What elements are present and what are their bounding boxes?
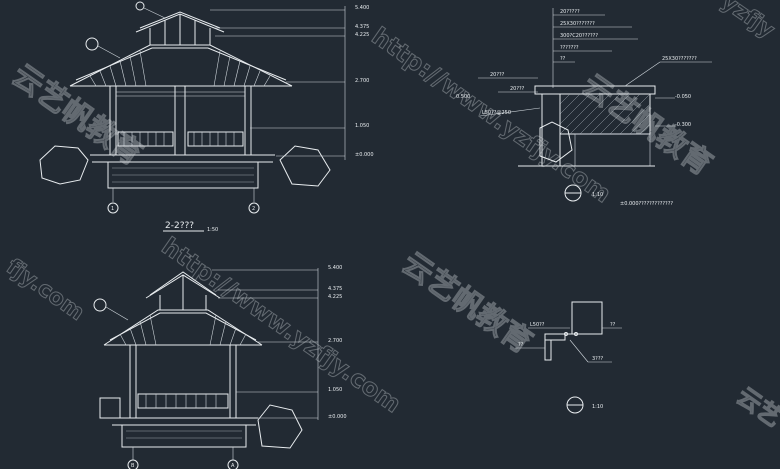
elev-bot-2: 4.375 (328, 286, 342, 292)
detail1-label-20b: 20??? (510, 86, 525, 92)
detail2-label-left: ?? (518, 342, 524, 348)
elev-bot-4: 2.700 (328, 338, 342, 344)
elev-bot-1: 5.400 (328, 265, 342, 271)
detail-1: 20????? 25X30??????? 300?C20?????? ?????… (456, 8, 712, 207)
watermark-brand-3: 云艺帆教育 (575, 68, 718, 183)
detail1-label-right: 25X30??????? (662, 56, 697, 62)
detail1-note-2: 25X30??????? (560, 21, 595, 27)
pavilion-section-bottom: B A 5.400 4.375 4.225 2.700 1.050 ±0.000 (93, 265, 347, 469)
detail2-label-right: ?? (610, 322, 616, 328)
section-scale: 1:50 (207, 227, 218, 233)
elev-top-6: ±0.000 (355, 152, 374, 158)
detail1-label-20a: 20??? (490, 72, 505, 78)
elev-top-3: 4.225 (355, 32, 369, 38)
detail2-scale: 1:10 (592, 404, 603, 410)
elev-top-5: 1.050 (355, 123, 369, 129)
detail2-label-3: 3??? (592, 356, 603, 362)
detail1-note-1: 20????? (560, 9, 580, 15)
grid-axis-b: B (131, 463, 135, 469)
elev-bot-3: 4.225 (328, 294, 342, 300)
elev-top-2: 4.375 (355, 24, 369, 30)
watermark-side-left: fjy.com (2, 254, 89, 325)
grid-axis-2: 2 (252, 206, 255, 212)
elev-bot-5: 1.050 (328, 387, 342, 393)
elev-bot-6: ±0.000 (328, 414, 347, 420)
detail1-note-5: ?? (560, 56, 566, 62)
elev-top-1: 5.400 (355, 5, 369, 11)
detail-2: L50?? ?? ?? 3??? 1:10 (515, 301, 622, 414)
detail1-scale: 1:10 (592, 192, 603, 198)
section-title: 2-2??? (165, 221, 194, 231)
watermark-brand-2: 云艺帆教育 (5, 58, 148, 173)
watermark-side-right: 云艺 (732, 382, 780, 432)
watermark-side-top: yzfjy (717, 0, 779, 44)
watermark-url-2: http://www.yzfjy.com (157, 232, 407, 418)
detail1-zero-note: ±0.000????????????? (620, 201, 673, 207)
pavilion-section-top: 1 2 5.400 4.375 4.225 2.700 1.050 ±0.000… (39, 1, 374, 233)
watermarks: http://www.yzfjy.com http://www.yzfjy.co… (1, 0, 780, 433)
detail2-label-l50: L50?? (530, 322, 545, 328)
detail1-elev-3: -0.300 (675, 122, 691, 128)
detail1-elev-1: 0.500 (456, 94, 470, 100)
grid-axis-a: A (231, 463, 235, 469)
watermark-brand-1: 云艺帆教育 (395, 246, 538, 361)
detail1-elev-2: -0.050 (675, 94, 691, 100)
detail1-label-l50: L50??@250 (482, 110, 511, 116)
detail1-note-4: ??????? (560, 45, 579, 51)
detail1-note-3: 300?C20?????? (560, 33, 598, 39)
elev-top-4: 2.700 (355, 78, 369, 84)
grid-axis-1: 1 (111, 206, 114, 212)
